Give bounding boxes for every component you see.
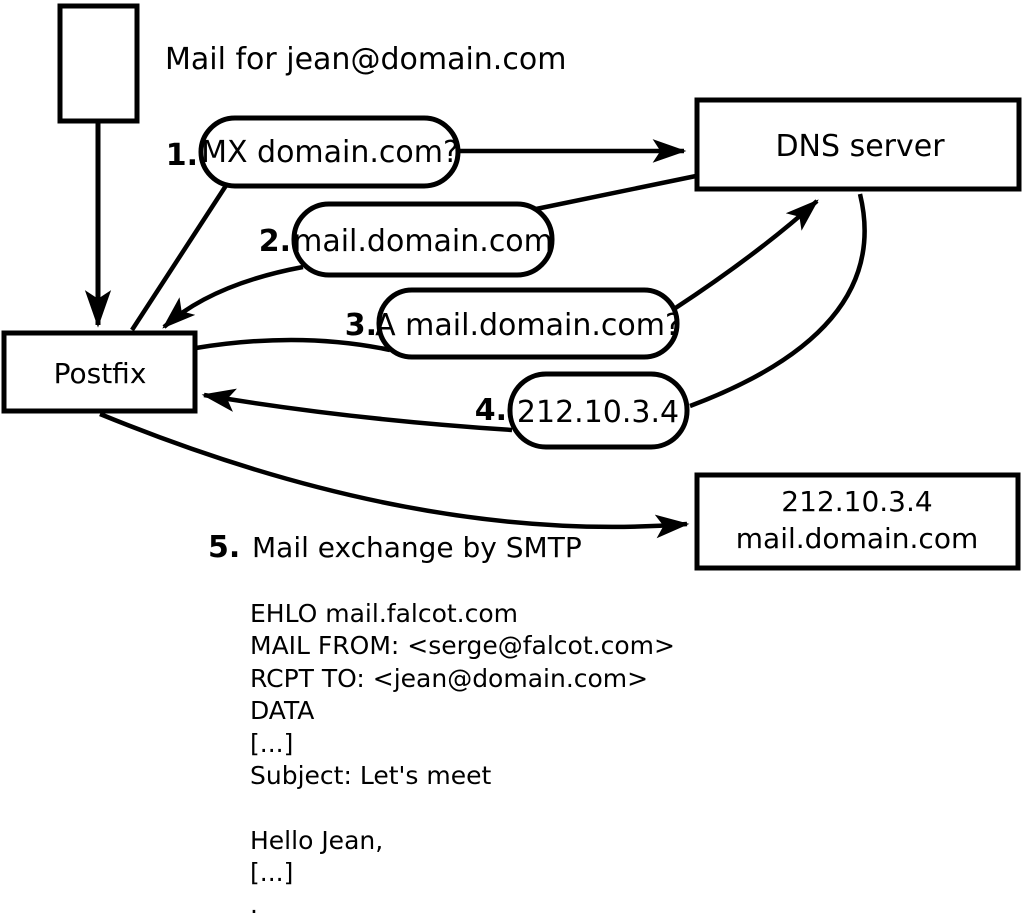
step2-number: 2. (259, 224, 291, 259)
step1-label: MX domain.com? (201, 135, 459, 170)
arrow-smtp-exchange (99, 411, 690, 539)
step3-number: 3. (345, 308, 377, 343)
mail-server-ip: 212.10.3.4 (781, 485, 932, 518)
step5-number: 5. (208, 530, 240, 565)
step4-number: 4. (475, 393, 507, 428)
step1-pill (198, 115, 461, 189)
diagram-caption: Mail for jean@domain.com (165, 42, 566, 77)
dns-server-box (694, 97, 1022, 192)
smtp-line: MAIL FROM: <serge@falcot.com> (250, 631, 675, 660)
arrow-query-a-to-dns (672, 199, 819, 311)
line-dns-to-reply-ip (689, 193, 867, 409)
arrow-reply-ip-to-postfix (201, 388, 513, 433)
smtp-line: RCPT TO: <jean@domain.com> (250, 664, 648, 693)
step3-pill (376, 287, 680, 360)
line-postfix-to-query-a (195, 337, 391, 353)
postfix-box (1, 330, 198, 414)
step4-label: 212.10.3.4 (517, 395, 679, 430)
arrow-reply-mx-to-postfix (162, 264, 304, 329)
smtp-line: Hello Jean, (250, 826, 383, 855)
smtp-line: EHLO mail.falcot.com (250, 599, 518, 628)
mail-server-hostname: mail.domain.com (736, 522, 978, 555)
mail-envelope-icon (57, 3, 140, 124)
postfix-label: Postfix (54, 357, 147, 390)
step2-label: mail.domain.com (293, 224, 553, 259)
smtp-line: [...] (250, 858, 293, 887)
line-postfix-to-query-mx (130, 182, 229, 332)
smtp-line: [...] (250, 729, 293, 758)
smtp-line: DATA (250, 696, 314, 725)
step5-label: Mail exchange by SMTP (252, 531, 582, 564)
dns-server-label: DNS server (775, 129, 945, 164)
mail-server-box (694, 472, 1021, 571)
line-dns-to-reply-mx (535, 173, 697, 212)
step1-number: 1. (166, 138, 198, 173)
smtp-line: Subject: Let's meet (250, 761, 491, 790)
step2-pill (291, 201, 555, 278)
smtp-session-listing: EHLO mail.falcot.com MAIL FROM: <serge@f… (250, 599, 675, 919)
step4-pill (507, 371, 690, 450)
smtp-line: . (250, 890, 258, 919)
step3-label: A mail.domain.com? (375, 308, 681, 343)
